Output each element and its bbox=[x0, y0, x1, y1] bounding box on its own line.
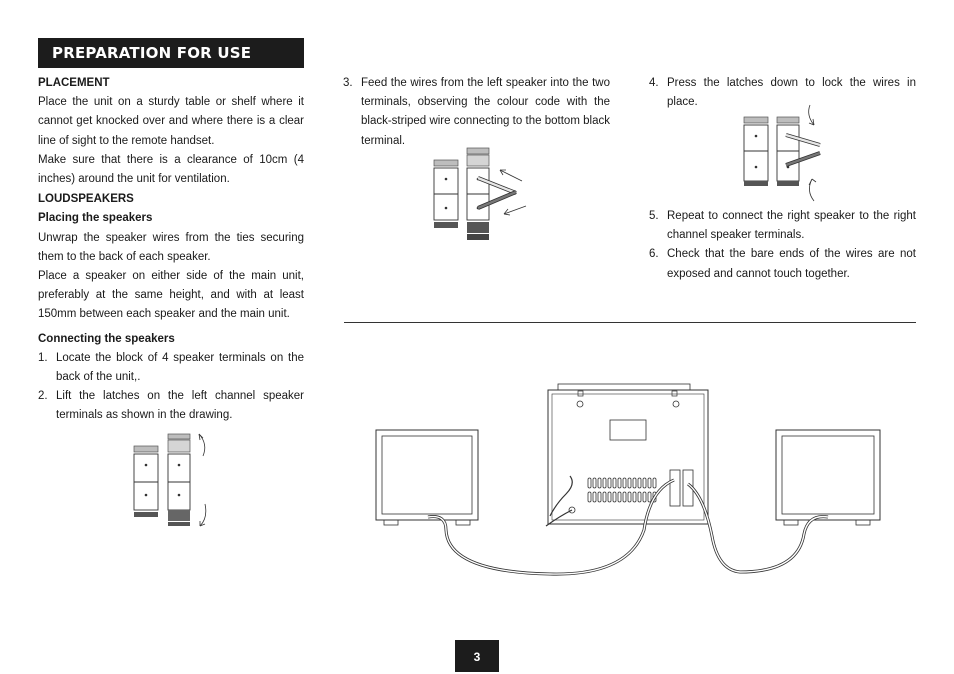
right-column-step-4: 4. Press the latches down to lock the wi… bbox=[649, 74, 916, 112]
placing-paragraph-1: Unwrap the speaker wires from the ties s… bbox=[38, 231, 304, 263]
main-unit-illustration bbox=[545, 383, 709, 527]
terminal-feed-wires-illustration bbox=[433, 147, 527, 240]
terminal-latches-locked-illustration bbox=[743, 104, 821, 202]
step-text: Repeat to connect the right speaker to t… bbox=[667, 210, 916, 242]
step-text: Press the latches down to lock the wires… bbox=[667, 77, 916, 109]
step-number: 5. bbox=[649, 210, 659, 222]
step-item: 1. Locate the block of 4 speaker termina… bbox=[38, 349, 304, 387]
connecting-speakers-heading: Connecting the speakers bbox=[38, 332, 175, 345]
step-text: Lift the latches on the left channel spe… bbox=[56, 390, 304, 422]
page-number: 3 bbox=[473, 650, 481, 664]
step-text: Feed the wires from the left speaker int… bbox=[361, 77, 610, 147]
section-title-banner: PREPARATION FOR USE bbox=[38, 38, 304, 68]
step-number: 1. bbox=[38, 351, 48, 364]
placing-speakers-heading: Placing the speakers bbox=[38, 212, 153, 225]
placing-paragraph-2: Place a speaker on either side of the ma… bbox=[38, 270, 304, 321]
step-number: 3. bbox=[343, 77, 353, 89]
step-item: 4. Press the latches down to lock the wi… bbox=[649, 74, 916, 112]
right-column-steps-5-6: 5. Repeat to connect the right speaker t… bbox=[649, 207, 916, 284]
speaker-connection-diagram bbox=[375, 383, 881, 576]
left-speaker-illustration bbox=[375, 429, 479, 526]
middle-column: 3. Feed the wires from the left speaker … bbox=[343, 74, 610, 151]
step-item: 5. Repeat to connect the right speaker t… bbox=[649, 207, 916, 245]
section-title: PREPARATION FOR USE bbox=[52, 44, 252, 62]
terminal-latches-lifted-illustration bbox=[133, 433, 207, 527]
step-text: Check that the bare ends of the wires ar… bbox=[667, 248, 916, 280]
placement-paragraph-2: Make sure that there is a clearance of 1… bbox=[38, 153, 304, 186]
placement-paragraph-1: Place the unit on a sturdy table or shel… bbox=[38, 96, 304, 147]
step-number: 2. bbox=[38, 390, 48, 403]
right-speaker-illustration bbox=[775, 429, 881, 526]
loudspeakers-heading: LOUDSPEAKERS bbox=[38, 193, 134, 206]
step-text: Locate the block of 4 speaker terminals … bbox=[56, 351, 304, 384]
step-item: 2. Lift the latches on the left channel … bbox=[38, 387, 304, 425]
divider-line bbox=[344, 322, 916, 323]
step-number: 6. bbox=[649, 248, 659, 261]
step-item: 3. Feed the wires from the left speaker … bbox=[343, 74, 610, 151]
placement-heading: PLACEMENT bbox=[38, 77, 110, 89]
step-item: 6. Check that the bare ends of the wires… bbox=[649, 245, 916, 283]
page-number-box: 3 bbox=[455, 640, 499, 672]
step-number: 4. bbox=[649, 77, 659, 89]
left-column: PLACEMENT Place the unit on a sturdy tab… bbox=[38, 74, 304, 426]
